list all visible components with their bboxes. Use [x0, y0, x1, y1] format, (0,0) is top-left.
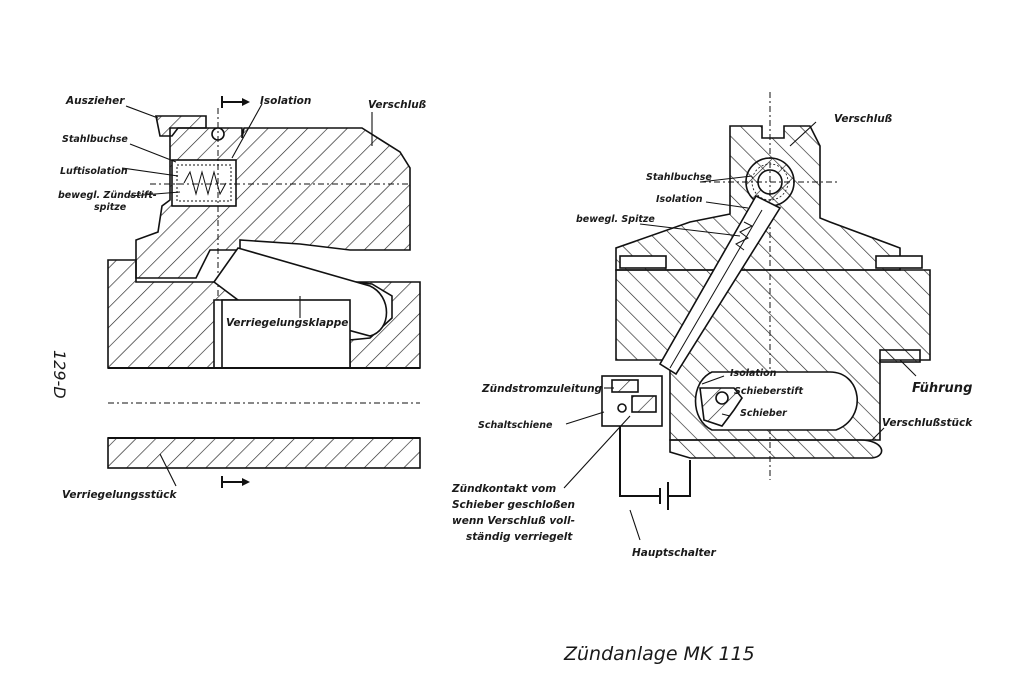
schieber-chamber — [694, 371, 859, 431]
stahlbuchse-left — [171, 159, 237, 207]
label-schieberstift: Schieberstift — [734, 386, 803, 397]
flap-well — [221, 299, 351, 369]
spring-coil — [183, 170, 227, 196]
fuehrung-part — [879, 349, 921, 363]
label-zuendkontakt-4: ständig verriegelt — [466, 531, 573, 543]
label-stahlbuchse-right: Stahlbuchse — [646, 172, 712, 183]
label-schaltschiene: Schaltschiene — [478, 420, 553, 431]
label-zuendkontakt-2: Schieber geschloßen — [452, 499, 575, 511]
label-zuendstift-1: bewegl. Zündstift- — [58, 190, 157, 201]
luftisolation-left — [176, 164, 232, 202]
schieber-part — [699, 387, 743, 427]
label-verschluss-left: Verschluß — [368, 99, 426, 111]
section-mark-bottom — [221, 476, 250, 488]
section-mark-top — [221, 96, 250, 108]
verschlussstueck-lower — [669, 439, 883, 459]
side-mark: 129-D — [50, 350, 69, 399]
right-sectional-view: Verschluß Stahlbuchse Isolation bewegl. … — [451, 92, 973, 559]
label-verriegelungsklappe: Verriegelungsklappe — [226, 317, 348, 329]
label-verschluss-right: Verschluß — [834, 113, 892, 125]
spitze-spring — [735, 221, 754, 251]
label-schieber: Schieber — [740, 408, 788, 419]
label-bewegl-spitze: bewegl. Spitze — [576, 214, 655, 225]
label-verriegelungsstueck: Verriegelungsstück — [62, 489, 177, 501]
label-zuendstift-2: spitze — [94, 202, 127, 213]
label-auszieher: Auszieher — [65, 95, 125, 107]
housing-block-right — [349, 281, 421, 369]
upper-slot-right — [875, 255, 923, 269]
verriegelungsstueck-part — [107, 437, 421, 469]
label-isolation-left: Isolation — [260, 95, 311, 107]
label-isolation-right: Isolation — [656, 194, 703, 205]
firing-pin-tube — [658, 194, 782, 376]
left-sectional-view: Auszieher Isolation Verschluß Stahlbuchs… — [50, 95, 426, 501]
label-luftisolation: Luftisolation — [60, 166, 128, 177]
label-stahlbuchse-left: Stahlbuchse — [62, 134, 128, 145]
label-zuendkontakt-1: Zündkontakt vom — [451, 483, 556, 495]
label-verschlussstueck: Verschlußstück — [882, 417, 973, 429]
label-zuendkontakt-3: wenn Verschluß voll- — [452, 515, 575, 527]
label-hauptschalter: Hauptschalter — [632, 547, 717, 559]
wiring — [619, 426, 691, 497]
label-zuendstromzuleitung: Zündstromzuleitung — [481, 383, 603, 395]
label-fuehrung: Führung — [912, 381, 972, 396]
upper-slot-left — [619, 255, 667, 269]
caption: Zündanlage MK 115 — [563, 643, 755, 665]
label-isolation-2: Isolation — [730, 368, 777, 379]
